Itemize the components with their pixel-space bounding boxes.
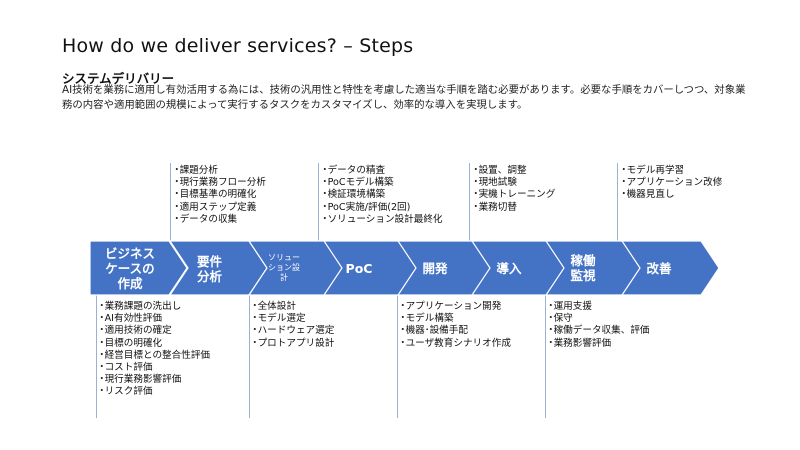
task-item: 現地試験 xyxy=(471,177,555,189)
connector-line-poc xyxy=(318,163,319,241)
task-item: 経営目標との整合性評価 xyxy=(97,350,210,362)
task-item: AI有効性評価 xyxy=(97,313,210,325)
task-item: 機器･設備手配 xyxy=(398,325,511,337)
task-item: データの精査 xyxy=(320,165,443,177)
step-monitoring: 稼働 監視 xyxy=(570,253,596,283)
task-item: ソリューション設計最終化 xyxy=(320,214,443,226)
task-item: 現行業務フロー分析 xyxy=(172,177,266,189)
task-item: 全体設計 xyxy=(250,301,334,313)
task-item: ハードウェア選定 xyxy=(250,325,335,337)
step-poc: PoC xyxy=(345,261,373,276)
chevron-shape xyxy=(620,240,720,296)
step-improvement: 改善 xyxy=(646,261,672,276)
task-item: 稼働データ収集、評価 xyxy=(546,325,650,337)
connector-line-monitoring xyxy=(545,295,546,418)
task-item: 検証環境構築 xyxy=(320,189,443,201)
task-item: モデル再学習 xyxy=(619,165,722,177)
task-item: 業務課題の洗出し xyxy=(97,301,210,313)
task-item: ユーザ教育シナリオ作成 xyxy=(398,338,511,350)
task-item: 実機トレーニング xyxy=(471,189,556,201)
task-item: 業務影響評価 xyxy=(546,338,650,350)
task-list-deployment: 設置、調整 現地試験 実機トレーニング 業務切替 xyxy=(471,165,556,214)
task-list-development: アプリケーション開発 モデル構築 機器･設備手配 ユーザ教育シナリオ作成 xyxy=(398,301,511,350)
task-item: 保守 xyxy=(546,313,650,325)
task-list-poc: データの精査 PoCモデル構築 検証環境構築 PoC実施/評価(2回) ソリュー… xyxy=(320,165,443,226)
task-item: 適用技術の確定 xyxy=(97,325,210,337)
task-item: 現行業務影響評価 xyxy=(97,374,210,386)
task-list-requirements: 課題分析 現行業務フロー分析 目標基準の明確化 適用ステップ定義 データの収集 xyxy=(172,165,266,226)
task-item: PoC実施/評価(2回) xyxy=(320,202,443,214)
task-item: リスク評価 xyxy=(97,386,210,398)
connector-line-improve xyxy=(617,163,618,241)
task-item: 課題分析 xyxy=(172,165,266,177)
task-list-solution-design: 全体設計 モデル選定 ハードウェア選定 プロトアプリ設計 xyxy=(250,301,335,350)
task-item: データの収集 xyxy=(172,214,266,226)
page-title: How do we deliver services? – Steps xyxy=(62,35,414,57)
chevron-shape xyxy=(89,240,188,296)
task-item: 設置、調整 xyxy=(471,165,555,177)
task-list-improvement: モデル再学習 アプリケーション改修 機器見直し xyxy=(619,165,723,202)
task-list-monitoring: 運用支援 保守 稼働データ収集、評価 業務影響評価 xyxy=(546,301,650,350)
step-development: 開発 xyxy=(422,261,448,276)
connector-line-deploy xyxy=(469,163,470,241)
task-item: 機器見直し xyxy=(619,189,722,201)
task-item: 適用ステップ定義 xyxy=(172,202,266,214)
task-item: PoCモデル構築 xyxy=(320,177,443,189)
task-item: 運用支援 xyxy=(546,301,650,313)
description-text: AI技術を業務に適用し有効活用する為には、技術の汎用性と特性を考慮した適当な手順… xyxy=(62,84,746,111)
task-item: 目標の明確化 xyxy=(97,338,210,350)
task-item: モデル選定 xyxy=(250,313,334,325)
task-item: 業務切替 xyxy=(471,202,555,214)
connector-line-solution-design xyxy=(249,295,250,418)
step-requirements: 要件 分析 xyxy=(196,254,222,284)
task-list-business-case: 業務課題の洗出し AI有効性評価 適用技術の確定 目標の明確化 経営目標との整合… xyxy=(97,301,210,399)
task-item: プロトアプリ設計 xyxy=(250,338,335,350)
task-item: アプリケーション開発 xyxy=(398,301,511,313)
connector-line-development xyxy=(397,295,398,418)
step-business-case: ビジネス ケースの 作成 xyxy=(104,246,155,291)
section-subtitle: システムデリバリー xyxy=(62,71,175,86)
task-item: モデル構築 xyxy=(398,313,511,325)
task-item: コスト評価 xyxy=(97,362,210,374)
task-item: アプリケーション改修 xyxy=(619,177,723,189)
step-deployment: 導入 xyxy=(496,261,522,276)
task-item: 目標基準の明確化 xyxy=(172,189,266,201)
connector-line-requirements xyxy=(170,163,171,241)
step-solution-design: ソリュー ション設 計 xyxy=(268,253,300,282)
